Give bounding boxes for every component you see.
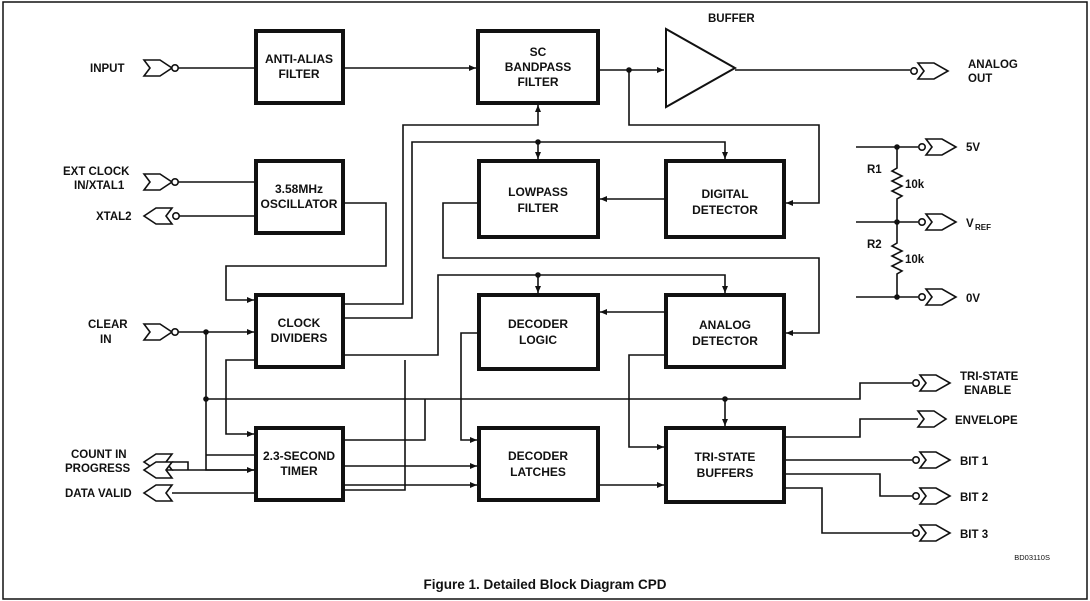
block-label: CLOCK bbox=[278, 316, 321, 330]
oscillator-block: 3.58MHz OSCILLATOR bbox=[254, 159, 345, 235]
analog-out-pin: ANALOG OUT bbox=[735, 59, 1018, 85]
pin-label: IN/XTAL1 bbox=[74, 180, 125, 192]
r2-label: R2 bbox=[867, 239, 882, 251]
pin-label: 0V bbox=[966, 293, 980, 305]
tri-state-enable-pin: TRI-STATE ENABLE bbox=[911, 371, 1019, 397]
block-label: 2.3-SECOND bbox=[263, 449, 335, 463]
pin-label: COUNT IN bbox=[71, 449, 127, 461]
block-label: ANTI-ALIAS bbox=[265, 52, 333, 66]
input-pin: INPUT bbox=[90, 59, 254, 77]
anti-alias-filter-block: ANTI-ALIAS FILTER bbox=[254, 29, 345, 105]
decoder-latches-block: DECODER LATCHES bbox=[477, 426, 600, 502]
clock-dividers-block: CLOCK DIVIDERS bbox=[254, 293, 345, 369]
block-label: OSCILLATOR bbox=[261, 197, 338, 211]
digital-detector-block: DIGITAL DETECTOR bbox=[664, 159, 786, 239]
resistor-network: 5V R1 10k V REF R2 10k 0V bbox=[856, 138, 991, 306]
xtal2-pin: XTAL2 bbox=[96, 207, 254, 225]
analog-detector-block: ANALOG DETECTOR bbox=[664, 293, 786, 369]
drawing-number: BD03110S bbox=[1014, 553, 1050, 562]
pin-label: IN bbox=[100, 334, 112, 346]
r1-value: 10k bbox=[905, 179, 925, 191]
pin-label: ENABLE bbox=[964, 385, 1012, 397]
pin-label: OUT bbox=[968, 73, 992, 85]
clear-in-pin: CLEAR IN bbox=[88, 319, 254, 346]
sc-bandpass-filter-block: SC BANDPASS FILTER bbox=[476, 29, 600, 105]
block-label: SC bbox=[530, 45, 547, 59]
decoder-logic-block: DECODER LOGIC bbox=[477, 293, 600, 371]
block-label: FILTER bbox=[517, 75, 558, 89]
block-label: DECODER bbox=[508, 317, 568, 331]
count-in-progress-pin: COUNT IN PROGRESS bbox=[65, 449, 174, 479]
block-label: LATCHES bbox=[510, 465, 566, 479]
buffer-label: BUFFER bbox=[708, 13, 755, 25]
pin-label: BIT 2 bbox=[960, 492, 988, 504]
pin-label: ANALOG bbox=[968, 59, 1018, 71]
block-label: ANALOG bbox=[699, 318, 751, 332]
ext-clock-pin: EXT CLOCK IN/XTAL1 bbox=[63, 166, 254, 192]
bit2-pin: BIT 2 bbox=[786, 473, 988, 505]
r2-value: 10k bbox=[905, 254, 925, 266]
figure-caption: Figure 1. Detailed Block Diagram CPD bbox=[423, 577, 666, 592]
block-label: DETECTOR bbox=[692, 203, 758, 217]
signal-wires bbox=[172, 65, 912, 491]
bit1-pin: BIT 1 bbox=[786, 451, 989, 469]
tri-state-buffers-block: TRI-STATE BUFFERS bbox=[664, 426, 786, 504]
pin-label: XTAL2 bbox=[96, 211, 132, 223]
pin-label: EXT CLOCK bbox=[63, 166, 130, 178]
block-label: BANDPASS bbox=[505, 60, 571, 74]
pin-label: CLEAR bbox=[88, 319, 128, 331]
envelope-pin: ENVELOPE bbox=[786, 410, 1018, 438]
pin-label: V bbox=[966, 218, 974, 230]
pin-label: BIT 1 bbox=[960, 456, 989, 468]
timer-block: 2.3-SECOND TIMER bbox=[254, 426, 345, 502]
block-label: LOWPASS bbox=[508, 185, 568, 199]
buffer-amplifier: BUFFER bbox=[665, 13, 755, 109]
pin-label: ENVELOPE bbox=[955, 415, 1018, 427]
data-valid-pin: DATA VALID bbox=[65, 484, 256, 502]
block-label: DETECTOR bbox=[692, 334, 758, 348]
block-label: DIVIDERS bbox=[271, 331, 328, 345]
block-label: TIMER bbox=[280, 464, 318, 478]
block-label: DECODER bbox=[508, 449, 568, 463]
block-label: FILTER bbox=[278, 67, 319, 81]
pin-label: BIT 3 bbox=[960, 529, 988, 541]
pin-label: PROGRESS bbox=[65, 463, 131, 475]
lowpass-filter-block: LOWPASS FILTER bbox=[477, 159, 600, 239]
block-label: 3.58MHz bbox=[275, 182, 323, 196]
block-label: FILTER bbox=[517, 201, 558, 215]
pin-label: REF bbox=[975, 223, 991, 232]
pin-label: 5V bbox=[966, 142, 980, 154]
pin-label: INPUT bbox=[90, 63, 125, 75]
block-label: BUFFERS bbox=[697, 466, 754, 480]
bit3-pin: BIT 3 bbox=[786, 487, 988, 542]
block-label: DIGITAL bbox=[701, 187, 748, 201]
pin-label: TRI-STATE bbox=[960, 371, 1019, 383]
r1-label: R1 bbox=[867, 164, 882, 176]
block-label: TRI-STATE bbox=[695, 450, 756, 464]
block-label: LOGIC bbox=[519, 333, 557, 347]
pin-label: DATA VALID bbox=[65, 488, 132, 500]
